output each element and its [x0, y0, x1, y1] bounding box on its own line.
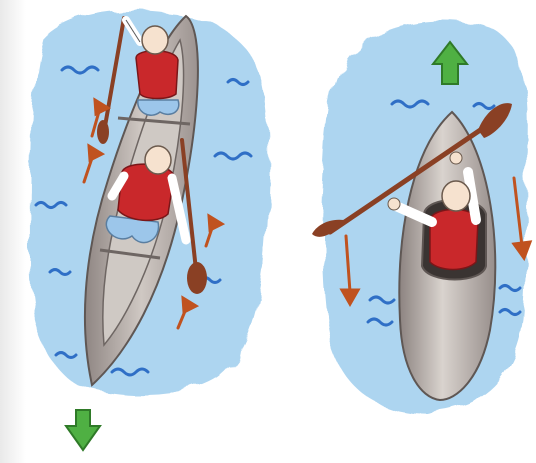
left-panel — [30, 9, 269, 450]
head — [142, 26, 168, 54]
paddle-blade — [97, 120, 109, 144]
pants — [138, 100, 179, 115]
life-vest — [136, 51, 178, 99]
head — [145, 146, 171, 174]
paddle-blade — [187, 262, 207, 294]
head — [442, 181, 470, 211]
arrow-down-icon — [66, 410, 100, 450]
right-panel — [312, 21, 530, 412]
